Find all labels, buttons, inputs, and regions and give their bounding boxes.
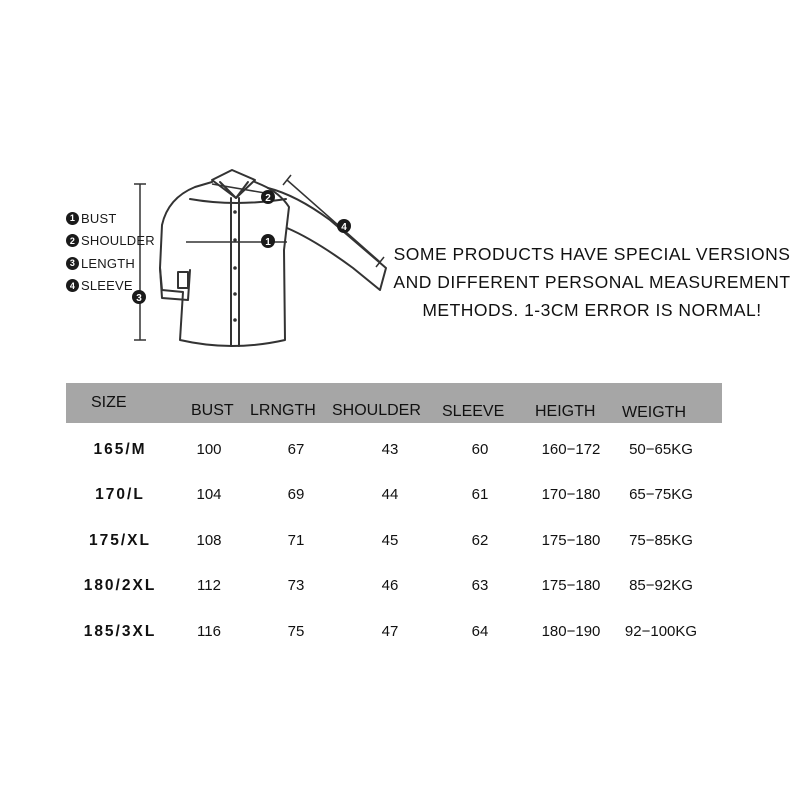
svg-text:3: 3	[136, 293, 142, 304]
header-shoulder: SHOULDER	[332, 402, 421, 419]
cell-sleeve: 63	[471, 577, 489, 594]
notice-line: AND DIFFERENT PERSONAL MEASUREMENT	[393, 272, 791, 292]
header-sleeve: SLEEVE	[442, 403, 505, 420]
table-row: 180/2XL 112 73 46 63 175−180 85−92KG	[0, 577, 800, 601]
svg-text:4: 4	[341, 222, 347, 233]
cell-weight: 50−65KG	[629, 441, 693, 458]
cell-size: 180/2XL	[83, 577, 157, 594]
size-table-header: SIZE BUST LRNGTH SHOULDER SLEEVE HEIGTH …	[66, 383, 722, 423]
cell-shoulder: 47	[381, 623, 399, 640]
cell-weight: 92−100KG	[624, 623, 698, 640]
table-row: 185/3XL 116 75 47 64 180−190 92−100KG	[0, 623, 800, 647]
legend-label: LENGTH	[81, 255, 135, 271]
cell-sleeve: 60	[471, 441, 489, 458]
number-badge: 1	[66, 211, 79, 225]
cell-shoulder: 45	[381, 532, 399, 549]
cell-size: 165/M	[93, 441, 147, 458]
legend-item-bust: 1 BUST	[66, 207, 155, 230]
cell-weight: 65−75KG	[629, 486, 693, 503]
legend-label: SLEEVE	[81, 278, 133, 294]
cell-sleeve: 61	[471, 486, 489, 503]
svg-text:1: 1	[265, 237, 271, 248]
legend-label: SHOULDER	[81, 233, 155, 249]
marker-sleeve: 4	[337, 219, 351, 233]
notice-line: METHODS. 1-3CM ERROR IS NORMAL!	[422, 300, 762, 320]
cell-size: 175/XL	[89, 532, 151, 549]
marker-bust: 1	[261, 234, 275, 248]
cell-height: 170−180	[541, 486, 601, 503]
cell-shoulder: 43	[381, 441, 399, 458]
number-badge: 2	[66, 234, 79, 248]
cell-bust: 100	[196, 441, 222, 458]
marker-shoulder: 2	[261, 190, 275, 204]
cell-sleeve: 64	[471, 623, 489, 640]
marker-length: 3	[132, 290, 146, 304]
cell-length: 73	[287, 577, 305, 594]
header-weight: WEIGTH	[622, 404, 686, 421]
shirt-measurement-diagram: 1 2 3 4	[132, 169, 387, 347]
header-bust: BUST	[191, 402, 234, 419]
cell-height: 175−180	[541, 532, 601, 549]
cell-height: 180−190	[541, 623, 601, 640]
header-length: LRNGTH	[250, 402, 316, 419]
cell-shoulder: 44	[381, 486, 399, 503]
cell-length: 69	[287, 486, 305, 503]
legend-label: BUST	[81, 210, 117, 226]
measurement-notice: SOME PRODUCTS HAVE SPECIAL VERSIONS AND …	[384, 240, 800, 324]
cell-weight: 75−85KG	[629, 532, 693, 549]
cell-shoulder: 46	[381, 577, 399, 594]
legend-item-sleeve: 4 SLEEVE	[66, 275, 155, 298]
cell-sleeve: 62	[471, 532, 489, 549]
table-row: 170/L 104 69 44 61 170−180 65−75KG	[0, 486, 800, 510]
header-height: HEIGTH	[535, 403, 596, 420]
cell-bust: 116	[197, 623, 221, 640]
cell-length: 67	[287, 441, 305, 458]
cell-bust: 112	[197, 577, 221, 594]
cell-size: 185/3XL	[83, 623, 157, 640]
cell-bust: 108	[196, 532, 222, 549]
svg-text:2: 2	[265, 193, 271, 204]
table-row: 165/M 100 67 43 60 160−172 50−65KG	[0, 441, 800, 465]
cell-weight: 85−92KG	[629, 577, 693, 594]
cell-length: 71	[287, 532, 305, 549]
cell-length: 75	[287, 623, 305, 640]
cell-bust: 104	[196, 486, 222, 503]
cell-height: 175−180	[541, 577, 601, 594]
cell-size: 170/L	[95, 486, 145, 503]
header-size: SIZE	[91, 394, 127, 411]
cell-height: 160−172	[541, 441, 601, 458]
table-row: 175/XL 108 71 45 62 175−180 75−85KG	[0, 532, 800, 556]
number-badge: 4	[66, 279, 79, 293]
notice-line: SOME PRODUCTS HAVE SPECIAL VERSIONS	[393, 244, 791, 264]
number-badge: 3	[66, 256, 79, 270]
legend-item-shoulder: 2 SHOULDER	[66, 230, 155, 253]
legend-item-length: 3 LENGTH	[66, 252, 155, 275]
measurement-legend: 1 BUST 2 SHOULDER 3 LENGTH 4 SLEEVE	[66, 207, 155, 297]
